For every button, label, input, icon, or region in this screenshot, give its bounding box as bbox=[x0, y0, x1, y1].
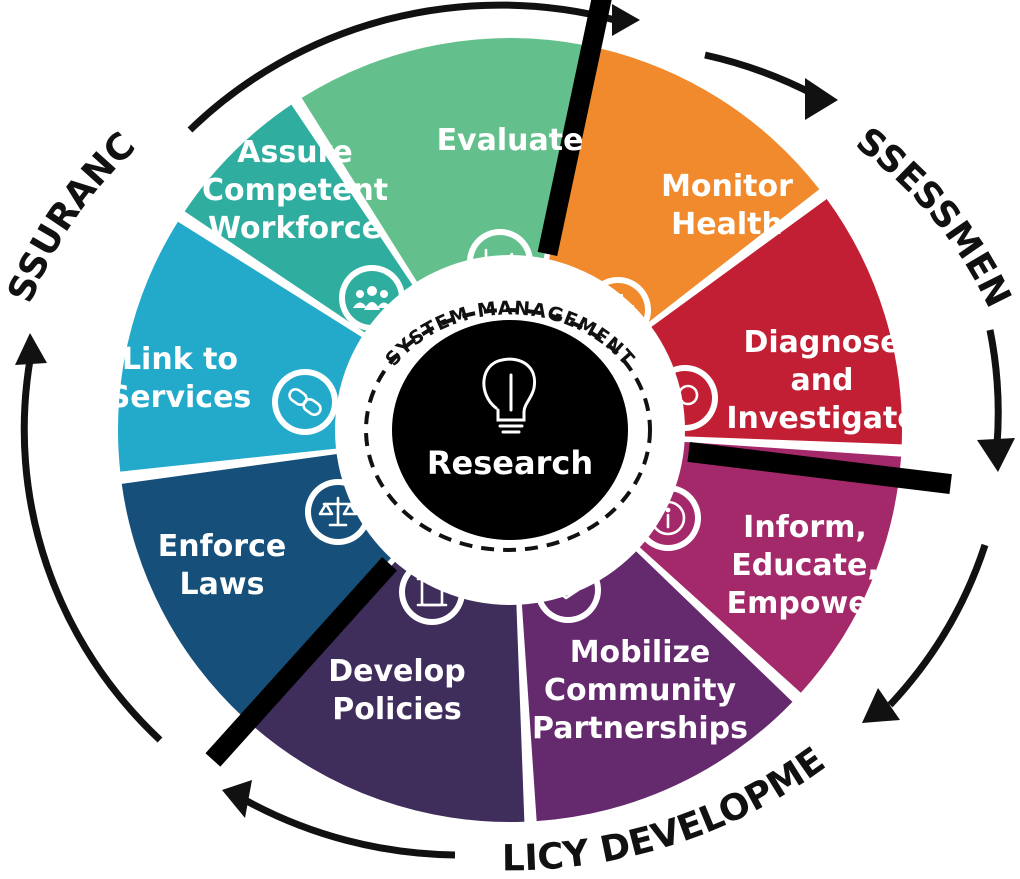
hub-dashed-ring bbox=[364, 308, 652, 552]
segment-label-line: Laws bbox=[180, 567, 265, 602]
arrow-lower-right-head bbox=[862, 688, 900, 723]
segment-label-line: Inform, bbox=[743, 510, 867, 545]
segment-label-line: Competent bbox=[202, 173, 388, 208]
arrow-top-right-head bbox=[805, 78, 838, 120]
segment-monitor-health bbox=[543, 47, 820, 338]
segment-label-line: Community bbox=[544, 673, 736, 708]
segment-label-line: Evaluate bbox=[437, 123, 584, 158]
arrow-top-right bbox=[704, 51, 817, 99]
center-hub: Research SYSTEM MANAGEMENT bbox=[335, 255, 685, 605]
center-research-label: Research bbox=[427, 444, 593, 482]
arrow-top-head bbox=[612, 4, 640, 36]
chain-link-icon bbox=[272, 369, 338, 435]
segment-label-line: Link to bbox=[122, 342, 238, 377]
segment-label-line: Investigate bbox=[726, 401, 917, 436]
arrow-right bbox=[986, 329, 1002, 446]
segment-label-line: Mobilize bbox=[570, 635, 711, 670]
segment-label-line: Monitor bbox=[661, 169, 793, 204]
arrow-lower-right bbox=[887, 543, 989, 708]
segment-label-evaluate: Evaluate bbox=[437, 123, 584, 158]
cycle-arrows bbox=[15, 1, 1015, 859]
segment-label-line: Services bbox=[109, 380, 252, 415]
segment-label-line: and bbox=[790, 363, 853, 398]
arrow-left bbox=[20, 359, 163, 743]
arrow-bottom bbox=[243, 796, 456, 859]
arrow-right-head bbox=[977, 438, 1015, 472]
segment-label-line: Enforce bbox=[158, 529, 286, 564]
segment-label-line: Diagnose bbox=[743, 325, 900, 360]
lightbulb-icon bbox=[482, 357, 537, 434]
segment-label-line: Assure bbox=[237, 135, 352, 170]
arrow-bottom-head bbox=[222, 780, 252, 818]
divider-evaluate-monitor bbox=[537, 0, 612, 257]
phase-dividers bbox=[205, 0, 952, 767]
segment-label-line: Policies bbox=[332, 692, 461, 727]
divider-enforce-develop bbox=[205, 557, 397, 767]
arrow-left-head bbox=[15, 333, 47, 365]
segment-label-line: Health bbox=[671, 207, 783, 242]
phase-assurance-label: ASSURANCE bbox=[0, 0, 143, 308]
segment-label-line: Develop bbox=[328, 654, 466, 689]
segment-label-line: Empower bbox=[727, 586, 884, 621]
divider-diagnose-inform bbox=[687, 442, 952, 495]
research-circle bbox=[392, 320, 628, 540]
arrow-top bbox=[187, 1, 616, 133]
segment-label-line: Educate, bbox=[731, 548, 878, 583]
segment-label-inform-educate-empower: Inform,Educate,Empower bbox=[727, 510, 884, 621]
segment-label-line: Partnerships bbox=[532, 711, 748, 746]
segment-label-line: Workforce bbox=[208, 211, 382, 246]
